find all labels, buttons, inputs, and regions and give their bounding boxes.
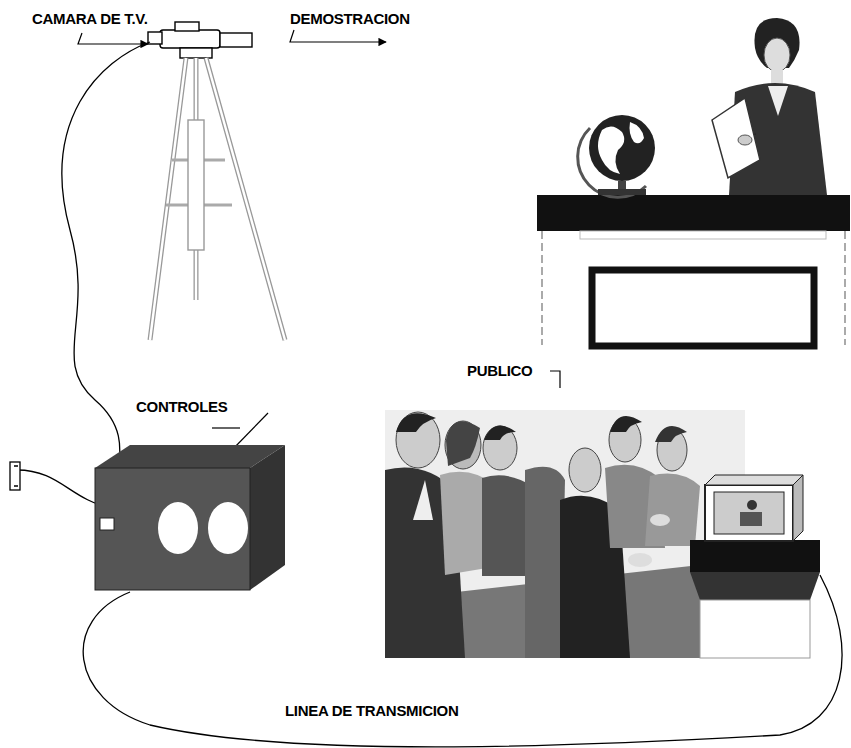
audience-label: PUBLICO	[467, 362, 532, 379]
controls-box	[95, 445, 285, 590]
teacher-figure	[712, 18, 827, 195]
transmission-wire	[17, 42, 842, 747]
leader-lines	[78, 30, 560, 450]
tv-monitor	[690, 475, 820, 658]
transmission-line-label: LINEA DE TRANSMICION	[285, 702, 458, 719]
globe	[578, 115, 655, 197]
demonstration-table	[537, 195, 850, 346]
camera-label: CAMARA DE T.V.	[32, 10, 148, 27]
demonstration-label: DEMOSTRACION	[290, 10, 410, 27]
wall-plug	[10, 462, 20, 490]
tv-camera	[148, 22, 285, 340]
controls-label: CONTROLES	[136, 398, 227, 415]
audience-figures	[385, 410, 745, 658]
